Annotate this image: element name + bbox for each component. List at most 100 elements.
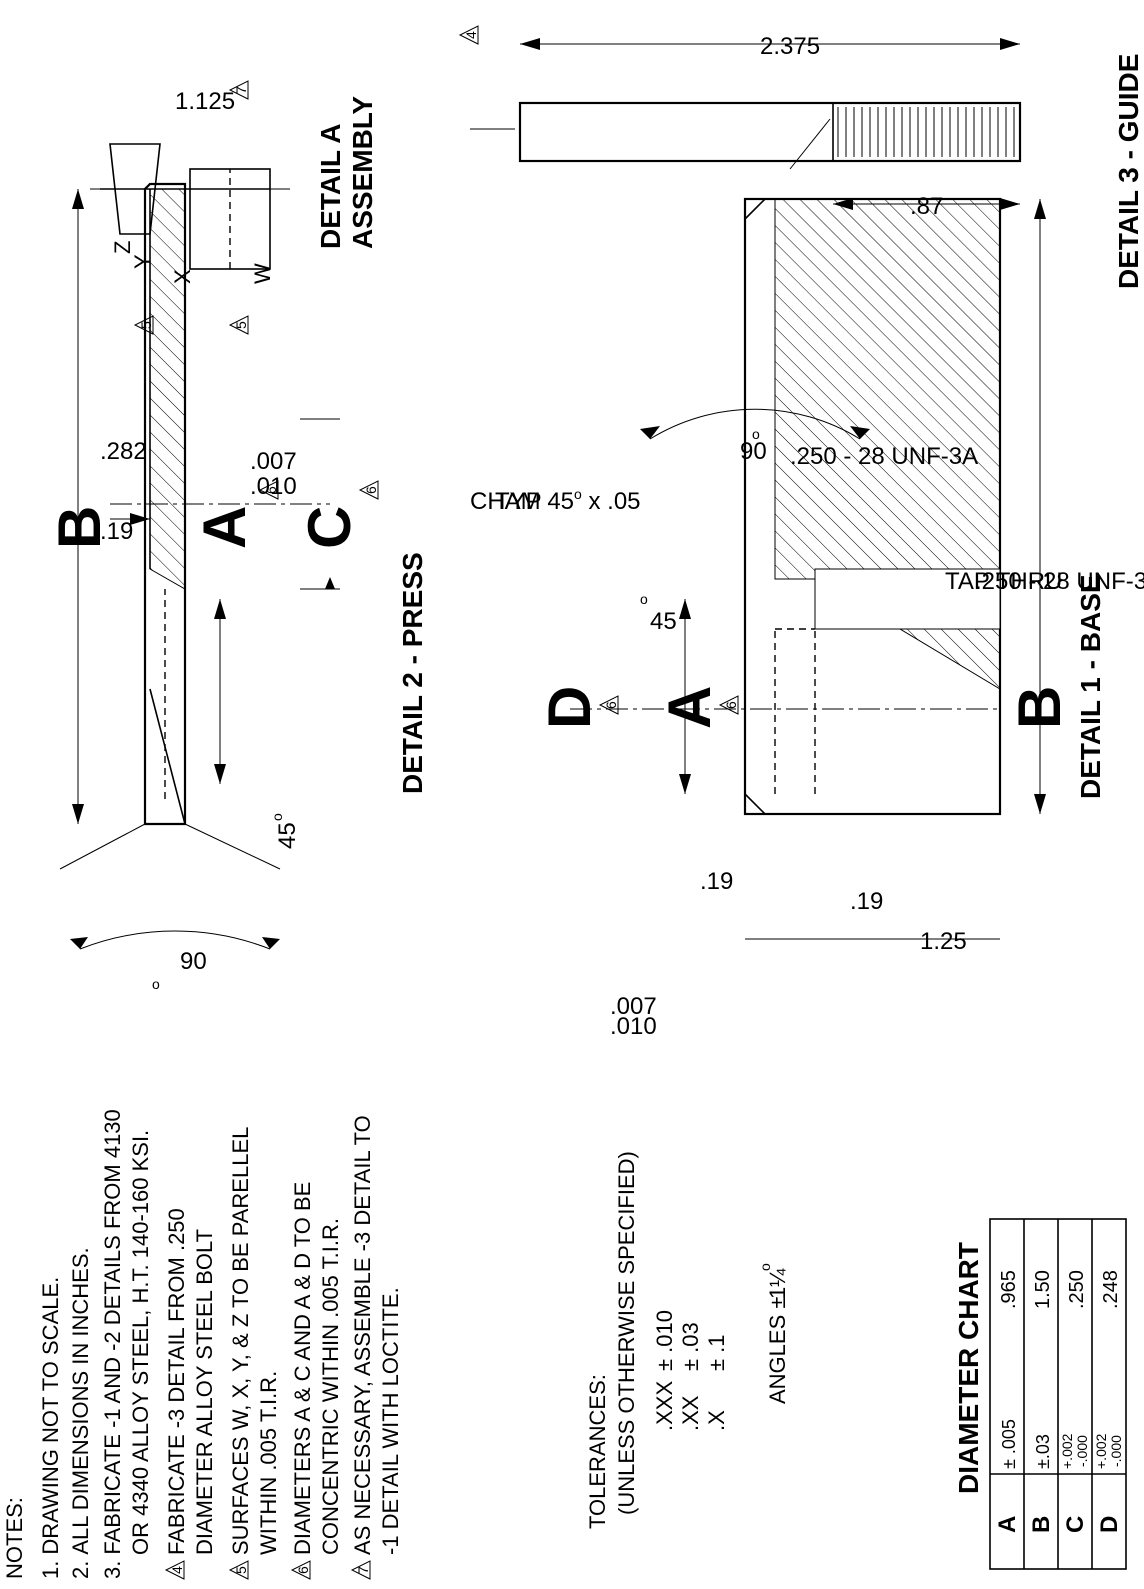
detail-press: 90 o 45 o B A 6 C: [46, 182, 428, 992]
svg-text:6: 6: [263, 486, 279, 494]
press-angle-45: 45: [274, 822, 301, 849]
press-label-b: B: [46, 506, 113, 549]
note-text: DRAWING NOT TO SCALE.: [38, 1277, 63, 1555]
chart-title: DIAMETER CHART: [953, 1242, 984, 1494]
guide-dim-2375: 2.375: [760, 33, 820, 60]
angles-fraction: ¼: [765, 1268, 790, 1287]
chart-value: 1.50: [1032, 1270, 1054, 1309]
note-text: FABRICATE -3 DETAIL FROM .250: [164, 1208, 189, 1555]
tolerance-value: ± .1: [704, 1334, 729, 1371]
chart-value: .965: [998, 1270, 1020, 1309]
flag-triangle: 6: [598, 695, 619, 715]
chart-value: .250: [1066, 1270, 1088, 1309]
note-num: 2.: [68, 1561, 93, 1579]
note-text-cont: WITHIN .005 T.I.R.: [256, 1371, 281, 1555]
base-dim-19b: .19: [850, 888, 883, 915]
assembly-w: W: [250, 263, 275, 284]
detail-base: 90 o 45 o D 6 A 6 B TAP THRU .25: [536, 197, 1144, 1040]
press-radius-bottom: .010: [250, 473, 297, 500]
press-angle-90-deg: o: [152, 976, 160, 992]
svg-text:6: 6: [363, 486, 379, 494]
svg-text:4: 4: [169, 1566, 185, 1574]
flag-triangle: 6: [290, 1560, 311, 1580]
press-dim-282: .282: [100, 438, 147, 465]
chart-tolerance-lower: -.000: [1074, 1435, 1090, 1467]
base-dim-19a: .19: [700, 868, 733, 895]
notes-block: NOTES: 1.DRAWING NOT TO SCALE. 2.ALL DIM…: [2, 1109, 403, 1580]
detail-assembly: 1.125 7 Z Y X W 5 5 DETAIL A ASSEMBLY: [90, 80, 378, 335]
svg-text:7: 7: [355, 1566, 371, 1574]
tolerances-heading: TOLERANCES:: [585, 1374, 610, 1529]
tolerance-format: .XX: [678, 1395, 703, 1431]
chart-value: .248: [1100, 1270, 1122, 1309]
base-angle-90-deg: o: [752, 426, 760, 442]
svg-text:6: 6: [723, 701, 739, 709]
tolerance-format: .X: [704, 1410, 729, 1431]
press-label-c: C: [296, 506, 363, 549]
base-tap-1: TAP THRU: [945, 568, 1062, 595]
svg-text:6: 6: [603, 701, 619, 709]
note-num: 1.: [38, 1561, 63, 1579]
note-text-cont: OR 4340 ALLOY STEEL, H.T. 140-160 KSI.: [128, 1130, 153, 1555]
press-angle-90: 90: [180, 948, 207, 975]
rotated-sheet: NOTES: 1.DRAWING NOT TO SCALE. 2.ALL DIM…: [2, 25, 1144, 1580]
press-label-a: A: [191, 506, 258, 549]
assembly-z: Z: [110, 241, 135, 254]
chart-row-d: D +.002 -.000 .248: [1093, 1270, 1124, 1533]
note-text: FABRICATE -1 AND -2 DETAILS FROM 4130: [100, 1109, 125, 1554]
chart-letter: B: [1028, 1516, 1055, 1533]
chart-tolerance: +.002: [1059, 1433, 1075, 1469]
flag-triangle: 6: [258, 480, 279, 500]
flag-triangle: 4: [458, 25, 479, 45]
base-angle-45: 45: [650, 608, 677, 635]
angles-whole: 1: [765, 1287, 790, 1299]
base-label-d: D: [536, 686, 603, 729]
diameter-chart: DIAMETER CHART A ± .005 .965 B ±.03 1.50…: [953, 1218, 1127, 1570]
chart-letter: C: [1062, 1516, 1089, 1533]
svg-text:7: 7: [233, 86, 249, 94]
guide-thread: .250 - 28 UNF-3A: [790, 443, 978, 470]
assembly-y: Y: [130, 254, 155, 269]
flag-triangle: 5: [228, 315, 249, 335]
press-angle-45-deg: o: [269, 813, 285, 821]
svg-text:6: 6: [295, 1566, 311, 1574]
svg-text:5: 5: [138, 321, 154, 329]
base-angle-45-deg: o: [640, 591, 648, 607]
svg-text:1.DRAWING NOT TO SCALE.: 1. DRAWING NOT TO SCALE.: [38, 1277, 63, 1579]
tolerance-value: ± .03: [678, 1322, 703, 1371]
base-label-a: A: [656, 686, 723, 729]
note-text: SURFACES W, X, Y, & Z TO BE PARELLEL: [228, 1127, 253, 1555]
guide-dim-87: .87: [910, 193, 943, 220]
flag-triangle: 5: [133, 315, 154, 335]
base-radius-bottom: .010: [610, 1013, 657, 1040]
base-angle-90: 90: [740, 438, 767, 465]
flag-triangle: 7: [350, 1560, 371, 1580]
base-dim-125: 1.25: [920, 928, 967, 955]
note-text-cont: CONCENTRIC WITHIN .005 T.I.R.: [318, 1218, 343, 1555]
chart-tolerance: +.002: [1093, 1433, 1109, 1469]
chart-row-c: C +.002 -.000 .250: [1059, 1270, 1090, 1533]
note-text: AS NECESSARY, ASSEMBLE -3 DETAIL TO: [350, 1115, 375, 1555]
tolerances-block: TOLERANCES: (UNLESS OTHERWISE SPECIFIED)…: [585, 1151, 790, 1529]
assembly-dim-1125: 1.125: [175, 88, 235, 115]
press-section: [149, 188, 186, 590]
chart-letter: A: [994, 1516, 1021, 1533]
note-text-cont: -1 DETAIL WITH LOCTITE.: [378, 1287, 403, 1555]
note-text: ALL DIMENSIONS IN INCHES.: [68, 1247, 93, 1554]
tolerances-subheading: (UNLESS OTHERWISE SPECIFIED): [614, 1151, 639, 1515]
svg-text:3.FABRICATE -1 AND -2 DETAILS: 3.FABRICATE -1 AND -2 DETAILS FROM 4130: [100, 1109, 125, 1579]
base-title: DETAIL 1 - BASE: [1075, 574, 1106, 799]
tolerance-value: ± .010: [652, 1310, 677, 1371]
chart-row-b: B ±.03 1.50: [1028, 1270, 1055, 1533]
flag-triangle: 6: [358, 480, 379, 500]
svg-text:4: 4: [463, 31, 479, 39]
svg-text:5: 5: [233, 1566, 249, 1574]
chart-letter: D: [1096, 1516, 1123, 1533]
guide-rod: [518, 101, 1022, 163]
assembly-title-1: DETAIL A: [315, 124, 346, 249]
guide-threads: [837, 107, 1015, 157]
press-title: DETAIL 2 - PRESS: [397, 552, 428, 794]
chart-row-a: A ± .005 .965: [994, 1270, 1021, 1533]
flag-triangle: 7: [228, 80, 249, 100]
